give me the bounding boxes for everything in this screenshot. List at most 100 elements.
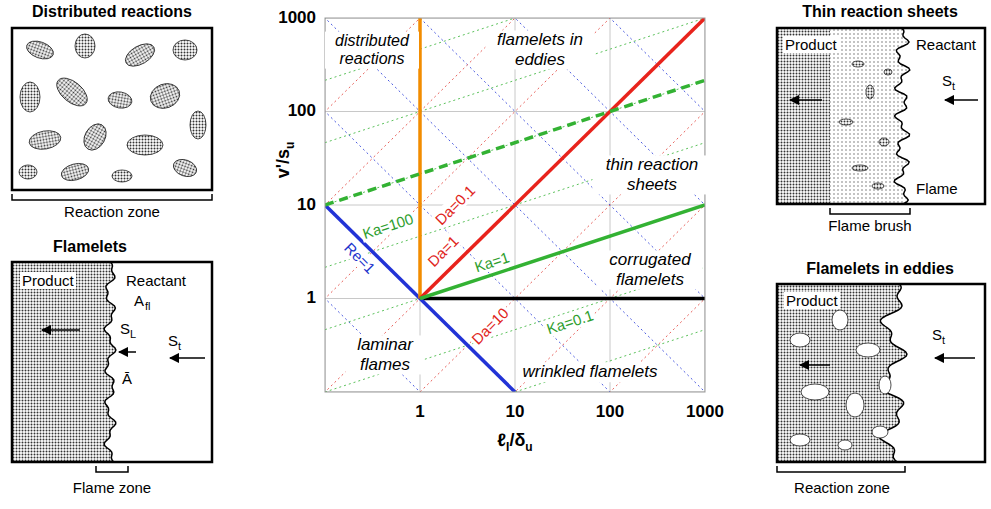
subscript: t [178,340,181,353]
panel-title: Flamelets in eddies [806,260,954,278]
panel-box [12,262,212,462]
direction-arrow [800,364,830,366]
panel-title: Distributed reactions [32,3,192,21]
regime-label: wrinkled flamelets [520,362,659,382]
direction-arrow [119,351,136,353]
tick-label: 100 [594,402,626,422]
iso-line [325,143,705,392]
regime-panel: Distributed reactionsReaction zone [0,0,225,230]
iso-line [325,18,705,267]
reaction-pocket [75,34,95,58]
zone-bracket [830,208,910,214]
iso-line [325,205,705,392]
panel-text: Product [784,292,840,309]
reaction-pocket [872,183,884,189]
reaction-pocket [801,384,829,400]
reaction-pocket [79,120,110,154]
direction-arrow [790,99,822,101]
reaction-pocket [52,73,92,111]
line-label: Da=0.1 [430,180,480,230]
panel-fills [12,28,910,462]
panel-box [777,284,985,462]
tick-label: 1000 [684,402,726,422]
reaction-pocket [790,333,810,347]
panel-title: Thin reaction sheets [802,3,958,21]
iso-line [325,18,705,392]
reaction-pocket [112,170,132,182]
axis-label: v'/s [274,149,292,178]
grid-line [325,298,705,299]
iso-line [325,18,705,205]
reaction-pocket [127,135,163,155]
regime-boundary [420,205,705,299]
line-label: Ka=100 [359,209,418,243]
bracket-label: Reaction zone [794,479,890,496]
line-label: Ka=0.1 [543,306,598,338]
tick-label: 10 [504,402,527,422]
reaction-pocket [24,38,56,63]
tick-label: 1 [413,402,426,422]
panel-text: Product [20,272,76,289]
iso-line [325,18,705,299]
iso-line [325,18,705,299]
reaction-pocket [59,161,90,184]
regime-panel: FlameletsProductReactantAflSLStĀFlame zo… [0,236,225,506]
panel-box [12,28,212,190]
grid-line [325,111,705,112]
reaction-pocket [171,156,199,179]
product-region [777,284,907,462]
iso-line [325,205,705,392]
iso-line [325,18,705,143]
panel-boxes [12,28,985,462]
axis-subscript: I [506,441,509,453]
panel-text: S [120,320,130,337]
panel-box [777,28,985,204]
tick-label: 1 [305,288,318,308]
reaction-pocket [19,165,37,179]
iso-line [325,18,705,392]
bracket-label: Flame brush [828,217,911,234]
subscript: t [952,80,955,93]
iso-line [325,18,705,392]
product-region [830,28,910,204]
reaction-pocket [879,376,891,394]
reaction-pocket [147,80,183,113]
reaction-pocket [846,393,864,417]
panel-title: Flamelets [53,238,127,256]
panel-text: S [942,72,952,89]
iso-line [325,18,705,392]
line-label: Re=1 [340,238,381,279]
iso-line [325,18,705,392]
iso-line [325,205,705,392]
reaction-pocket [839,119,853,125]
iso-line [325,18,705,392]
iso-line [325,18,705,80]
iso-line [325,112,705,393]
panel-text: Product [783,36,839,53]
reaction-pocket [122,39,159,71]
reaction-pocket [173,40,197,60]
regime-label: flamelets in eddies [486,30,595,69]
subscript: fl [145,300,151,313]
regime-label: thin reaction sheets [593,155,712,194]
subscript: t [942,334,945,347]
iso-line [325,112,705,393]
axis-subscript: u [284,142,296,149]
plot-frame [325,18,705,392]
axis-label: /δ [509,431,525,449]
regime-label: distributed reactions [325,32,419,69]
reaction-pocket [838,440,852,450]
iso-line [325,330,705,392]
direction-arrow [945,99,978,101]
iso-line [325,18,705,205]
line-label: Ka=1 [471,248,514,277]
axis-subscript: u [525,441,532,453]
zone-bracket [777,466,905,472]
iso-line [325,18,705,392]
product-region [12,262,116,462]
bracket-label: Flame zone [73,479,151,496]
direction-arrow [170,357,205,359]
regime-label: laminar flames [346,335,425,374]
